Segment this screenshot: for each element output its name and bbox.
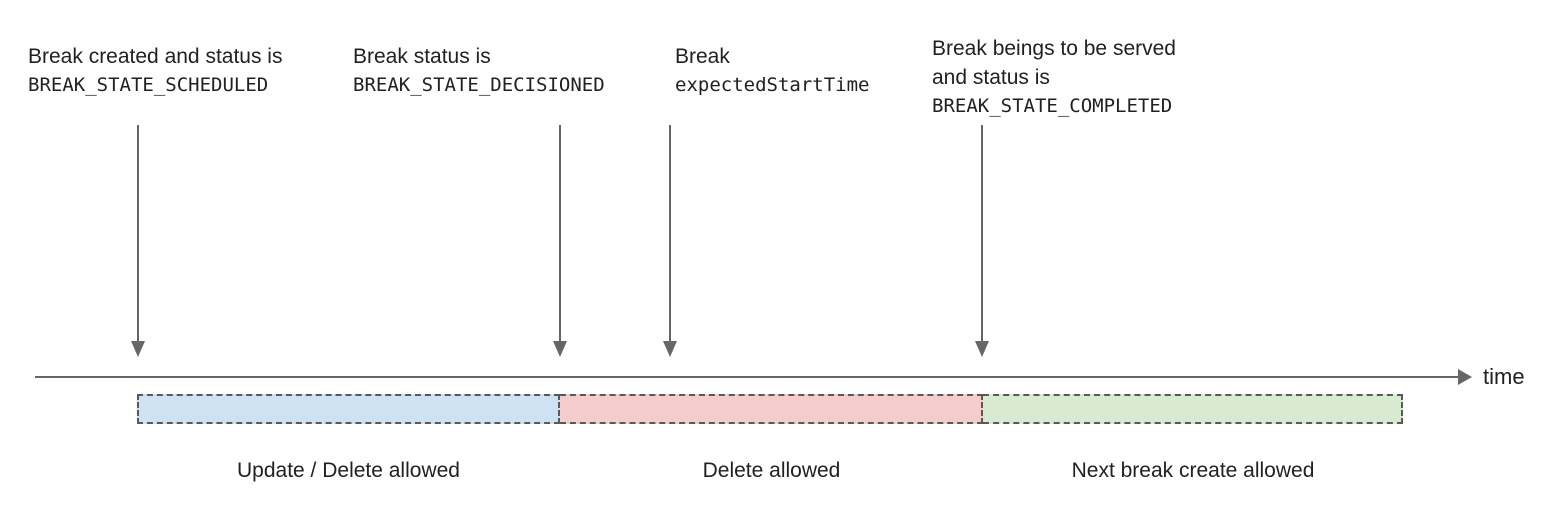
down-arrow-line (981, 125, 983, 343)
annotation-break-decisioned: Break status is BREAK_STATE_DECISIONED (353, 42, 605, 100)
down-arrow-line (137, 125, 139, 343)
annotation-code-text: expectedStartTime (675, 74, 870, 96)
annotation-expected-start-time: Break expectedStartTime (675, 42, 869, 100)
annotation-code-text: BREAK_STATE_COMPLETED (932, 95, 1173, 117)
annotation-text: Break created and status is (28, 45, 283, 68)
segment-label-delete: Delete allowed (702, 459, 841, 482)
annotation-code-text: BREAK_STATE_SCHEDULED (28, 74, 269, 96)
annotation-break-completed: Break beings to be served and status is … (932, 34, 1176, 121)
segment-next-break-create-allowed (983, 394, 1403, 424)
down-arrow-icon (131, 341, 145, 357)
down-arrow-icon (553, 341, 567, 357)
down-arrow-icon (663, 341, 677, 357)
segment-label-next-break: Next break create allowed (1071, 459, 1315, 482)
right-arrow-icon (1458, 369, 1472, 385)
down-arrow-line (559, 125, 561, 343)
annotation-text: Break status is (353, 45, 491, 68)
segment-update-delete-allowed (137, 394, 560, 424)
annotation-text: Break beings to be served (932, 37, 1176, 60)
down-arrow-icon (975, 341, 989, 357)
time-axis-label: time (1483, 364, 1525, 389)
down-arrow-line (669, 125, 671, 343)
annotation-break-created: Break created and status is BREAK_STATE_… (28, 42, 282, 100)
annotation-text: Break (675, 45, 730, 68)
timeline-axis (35, 376, 1459, 378)
segment-delete-allowed (560, 394, 983, 424)
segment-label-update-delete: Update / Delete allowed (237, 459, 460, 482)
annotation-code-text: BREAK_STATE_DECISIONED (353, 74, 605, 96)
annotation-text: and status is (932, 66, 1050, 89)
